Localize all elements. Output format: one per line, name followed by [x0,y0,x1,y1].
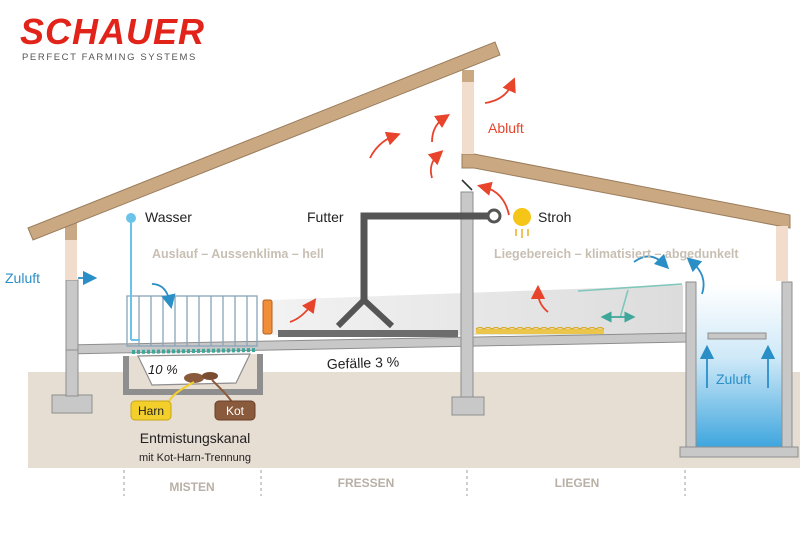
exhaust-arrow-icon [431,114,450,143]
water-line [126,213,140,341]
label-abluft: Abluft [488,120,524,136]
label-gefaelle: Gefälle 3 % [327,353,400,372]
zone-fressen: FRESSEN [338,476,395,490]
manure-channel [123,348,263,411]
label-kanal-sub: mit Kot-Harn-Trennung [139,452,251,464]
water-pit [679,281,799,458]
left-wall-gap [65,238,77,280]
zone-dividers [123,470,686,496]
label-wasser: Wasser [145,209,192,225]
label-liegebereich: Liegebereich – klimatisiert – abgedunkel… [494,247,739,261]
exhaust-arrow-icon [289,298,317,323]
zone-misten: MISTEN [169,480,214,494]
label-zuluft-right: Zuluft [716,371,751,387]
roof-right [461,70,791,281]
brand-logo: SCHAUER PERFECT FARMING SYSTEMS [20,11,205,63]
exhaust-arrow-icon [484,77,516,104]
roof-left [27,41,501,241]
label-kanal: Entmistungskanal [140,430,251,446]
feeder [278,208,502,337]
badge-kot-label: Kot [226,404,245,418]
feed-trough [278,330,458,337]
feeder-valve-icon [486,208,502,224]
brand-name: SCHAUER [20,11,205,52]
floor-slab [51,279,687,414]
label-stroh: Stroh [538,209,571,225]
brand-tagline: PERFECT FARMING SYSTEMS [22,52,197,63]
straw-bedding [475,326,605,334]
badge-harn-label: Harn [138,404,164,418]
zone-liegen: LIEGEN [555,476,600,490]
label-auslauf: Auslauf – Aussenklima – hell [152,247,324,261]
exhaust-airflow [289,77,549,323]
air-volume [272,285,683,335]
intake-airflow [78,253,776,388]
intake-arrow-icon [151,283,176,310]
intake-arrow-icon [686,257,705,295]
sun-icon [513,208,531,238]
exhaust-arrow-icon [530,284,549,313]
ridge-vent-flap [461,179,473,191]
vent-flap [577,283,683,319]
label-zuluft-left: Zuluft [5,270,40,286]
badge-harn: Harn [130,400,172,421]
heater [262,299,273,335]
central-column [451,191,485,416]
exhaust-arrow-icon [369,131,401,159]
railing [126,295,258,347]
exhaust-arrow-icon [427,150,444,179]
exhaust-arrow-icon [477,181,510,216]
badge-kot: Kot [214,400,256,421]
intake-arrow-icon [633,253,670,270]
label-prozent: 10 % [148,362,178,377]
water-drop-icon [126,213,136,223]
label-futter: Futter [307,209,344,225]
